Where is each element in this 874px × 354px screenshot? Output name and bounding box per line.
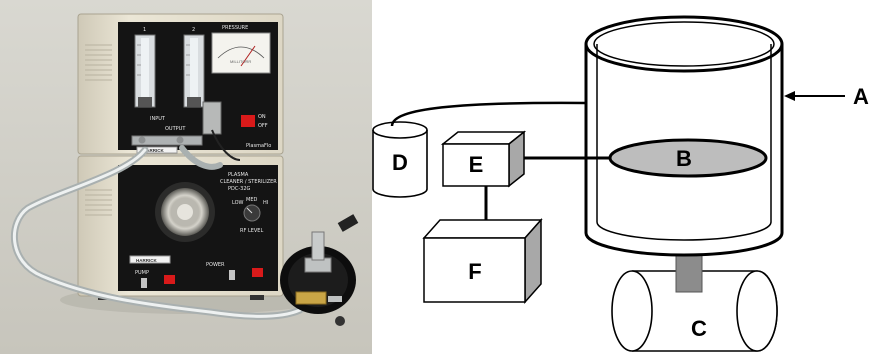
component-e-box: E: [440, 130, 527, 188]
flowmeter-2-label: 2: [192, 27, 195, 33]
pump-coupling: [675, 254, 703, 293]
label-d: D: [392, 150, 408, 175]
label-a: A: [853, 84, 869, 109]
flowmeter-1-label: 1: [143, 27, 146, 33]
brand-plate-bottom: [129, 255, 171, 264]
plasma-title-2: CLEANER / STERILIZER: [220, 179, 277, 185]
flowmeter-1-knob: [138, 97, 152, 107]
rf-switch: [229, 270, 235, 280]
outlet-label: OUTPUT: [165, 126, 186, 132]
label-f: F: [468, 259, 481, 284]
rf-high-label: HI: [263, 200, 268, 206]
label-e: E: [469, 152, 484, 177]
rf-indicator: [252, 268, 263, 277]
needle-valve: [202, 101, 222, 135]
flowmeter-2-knob: [187, 97, 201, 107]
rf-level-label: RF LEVEL: [240, 228, 263, 234]
off-label: OFF: [258, 123, 268, 129]
gas-manifold: [131, 135, 203, 146]
gas-line-d-to-a: [390, 101, 587, 127]
bottom-unit: PLASMA CLEANER / STERILIZER PDC-32G LOW …: [77, 155, 284, 300]
model-label-top: PlasmaFlo: [246, 143, 271, 149]
pump-indicator: [164, 275, 175, 284]
rf-low-label: LOW: [232, 200, 244, 206]
inlet-label: INPUT: [150, 116, 166, 122]
valve-assembly: [280, 214, 359, 326]
component-c-pump: C: [611, 254, 778, 352]
pressure-gauge: [211, 32, 271, 74]
top-unit: 1 2 PRESSURE MILLITORR ON OFF INPUT OUTP…: [77, 13, 284, 155]
vent-slots: [85, 44, 112, 81]
brand-label-top: HARRICK: [143, 148, 164, 153]
gauge-needle: [240, 45, 256, 67]
component-b-electrode: B: [608, 138, 768, 178]
power-label: POWER: [206, 262, 225, 268]
gauge-unit: MILLITORR: [230, 59, 251, 64]
brand-label-bottom: HARRICK: [136, 258, 157, 263]
plasma-cleaner-photo: 1 2 PRESSURE MILLITORR ON OFF INPUT OUTP…: [0, 0, 372, 354]
brand-plate-top: [136, 146, 178, 154]
brass-valve: [295, 291, 327, 305]
component-a-chamber: [584, 15, 784, 257]
pump-switch: [141, 278, 147, 288]
rf-med-label: MED: [246, 197, 257, 203]
label-b: B: [676, 146, 692, 171]
on-label: ON: [258, 114, 266, 120]
plasma-system-diagram: C A B D E F: [372, 15, 869, 352]
power-cord: [211, 129, 241, 161]
component-f-box: F: [422, 218, 543, 304]
component-d-canister: D: [372, 121, 428, 198]
plasma-title-1: PLASMA: [228, 172, 249, 178]
plasma-model: PDC-32G: [228, 186, 251, 192]
gauge-title: PRESSURE: [222, 25, 248, 31]
power-switch: [241, 115, 255, 127]
label-c: C: [691, 316, 707, 341]
pump-label: PUMP: [135, 270, 149, 276]
vacuum-tubing: [10, 145, 304, 320]
